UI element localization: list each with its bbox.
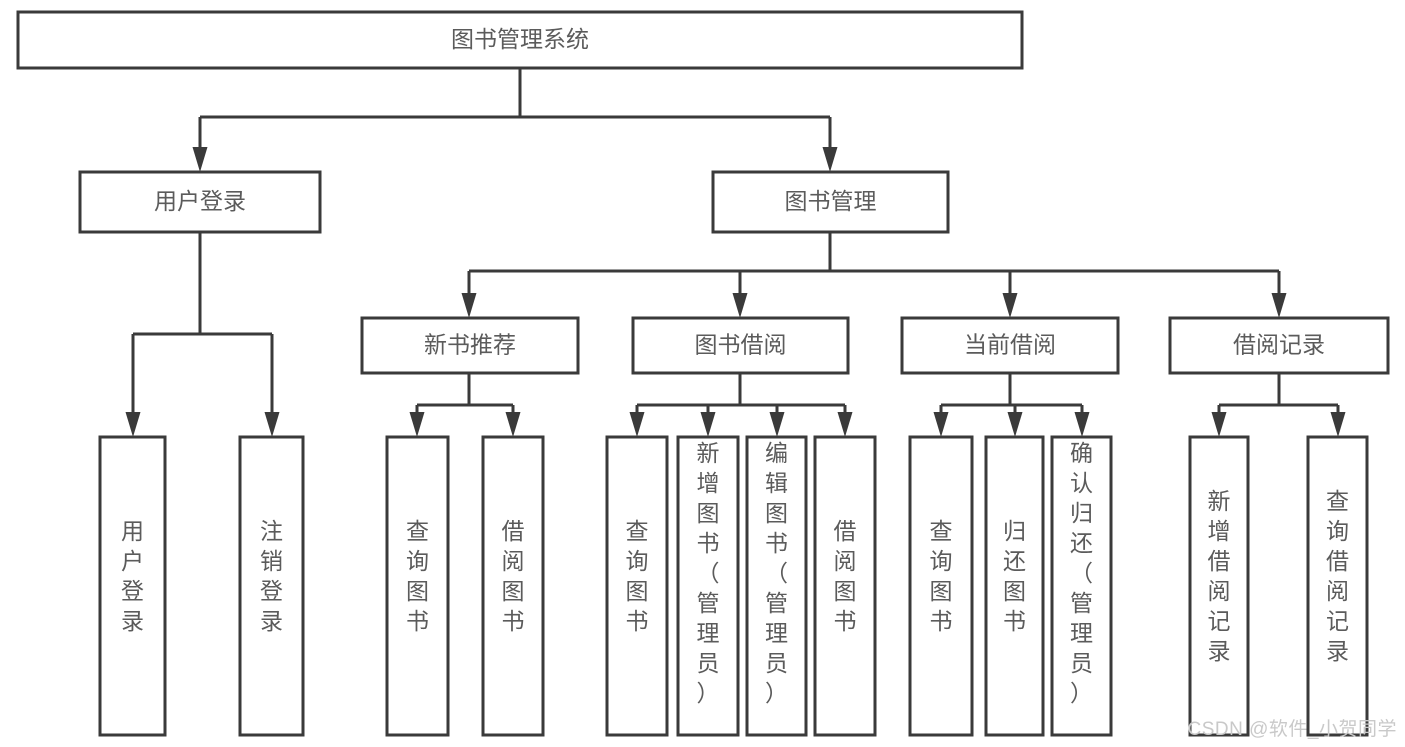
nodes-layer: 图书管理系统用户登录图书管理新书推荐图书借阅当前借阅借阅记录用户登录注销登录查询… [16, 10, 1390, 737]
node-user-login-label: 用户登录 [154, 188, 246, 214]
connector-current-borrow-to-leaves [933, 373, 1090, 437]
node-book-borrow-box [631, 316, 850, 375]
connector-book-borrow-to-leaves [629, 373, 853, 437]
node-leaf-query-book-3-label: 查询图书 [930, 518, 953, 634]
node-leaf-borrow-book-1-box [481, 435, 545, 737]
node-book-borrow-label: 图书借阅 [695, 332, 787, 358]
node-current-borrow-label: 当前借阅 [964, 332, 1056, 358]
node-leaf-query-book-2-box [605, 435, 669, 737]
connector-book-manage-to-l2 [461, 232, 1287, 318]
node-leaf-add-book-box [676, 435, 740, 737]
node-book-manage-box [711, 170, 950, 234]
node-leaf-confirm-return-box [1050, 435, 1113, 737]
node-new-book-rec[interactable]: 新书推荐 [360, 316, 580, 375]
node-leaf-borrow-book-1[interactable]: 借阅图书 [481, 435, 545, 737]
connector-user-login-to-leaves [125, 232, 280, 437]
node-borrow-record-box [1168, 316, 1390, 375]
node-leaf-query-book-1[interactable]: 查询图书 [385, 435, 450, 737]
node-leaf-query-book-3-box [908, 435, 974, 737]
node-new-book-rec-box [360, 316, 580, 375]
node-leaf-return-book[interactable]: 归还图书 [984, 435, 1045, 737]
node-leaf-edit-book[interactable]: 编辑图书（管理员） [745, 435, 808, 737]
node-root-label: 图书管理系统 [451, 26, 589, 52]
node-leaf-add-record[interactable]: 新增借阅记录 [1188, 435, 1250, 737]
node-leaf-add-record-label: 新增借阅记录 [1208, 488, 1231, 664]
node-leaf-user-login-box [98, 435, 167, 737]
node-current-borrow-box [900, 316, 1120, 375]
node-leaf-query-record[interactable]: 查询借阅记录 [1306, 435, 1369, 737]
node-leaf-add-book-label: 新增图书（管理员） [697, 440, 720, 706]
node-leaf-borrow-book-2[interactable]: 借阅图书 [813, 435, 877, 737]
node-leaf-query-record-box [1306, 435, 1369, 737]
node-book-manage-label: 图书管理 [785, 188, 877, 214]
node-leaf-user-login-label: 用户登录 [121, 518, 144, 634]
connector-borrow-record-to-leaves [1211, 373, 1346, 437]
node-leaf-user-logout[interactable]: 注销登录 [238, 435, 305, 737]
node-leaf-query-book-3[interactable]: 查询图书 [908, 435, 974, 737]
node-leaf-query-book-1-label: 查询图书 [406, 518, 429, 634]
node-borrow-record-label: 借阅记录 [1233, 332, 1325, 358]
node-leaf-query-book-2-label: 查询图书 [626, 518, 649, 634]
node-leaf-add-book[interactable]: 新增图书（管理员） [676, 435, 740, 737]
connector-new-book-rec-to-leaves [409, 373, 521, 437]
node-user-login-box [78, 170, 322, 234]
node-leaf-confirm-return-label: 确认归还（管理员） [1070, 440, 1093, 706]
node-new-book-rec-label: 新书推荐 [424, 332, 516, 358]
node-leaf-add-record-box [1188, 435, 1250, 737]
node-leaf-query-book-2[interactable]: 查询图书 [605, 435, 669, 737]
node-leaf-return-book-label: 归还图书 [1003, 518, 1026, 634]
node-book-borrow[interactable]: 图书借阅 [631, 316, 850, 375]
node-leaf-borrow-book-2-label: 借阅图书 [834, 518, 857, 634]
node-leaf-edit-book-label: 编辑图书（管理员） [765, 440, 788, 706]
node-leaf-edit-book-box [745, 435, 808, 737]
node-leaf-query-record-label: 查询借阅记录 [1326, 488, 1349, 664]
node-borrow-record[interactable]: 借阅记录 [1168, 316, 1390, 375]
connectors-layer [125, 68, 1346, 437]
node-leaf-query-book-1-box [385, 435, 450, 737]
node-root-box [16, 10, 1024, 70]
node-leaf-return-book-box [984, 435, 1045, 737]
node-leaf-user-logout-label: 注销登录 [260, 518, 283, 634]
node-leaf-borrow-book-1-label: 借阅图书 [502, 518, 525, 634]
node-book-manage[interactable]: 图书管理 [711, 170, 950, 234]
node-leaf-user-login[interactable]: 用户登录 [98, 435, 167, 737]
node-leaf-borrow-book-2-box [813, 435, 877, 737]
node-user-login[interactable]: 用户登录 [78, 170, 322, 234]
connector-root-to-l1 [192, 68, 838, 172]
node-root[interactable]: 图书管理系统 [16, 10, 1024, 70]
node-leaf-user-logout-box [238, 435, 305, 737]
node-current-borrow[interactable]: 当前借阅 [900, 316, 1120, 375]
node-leaf-confirm-return[interactable]: 确认归还（管理员） [1050, 435, 1113, 737]
